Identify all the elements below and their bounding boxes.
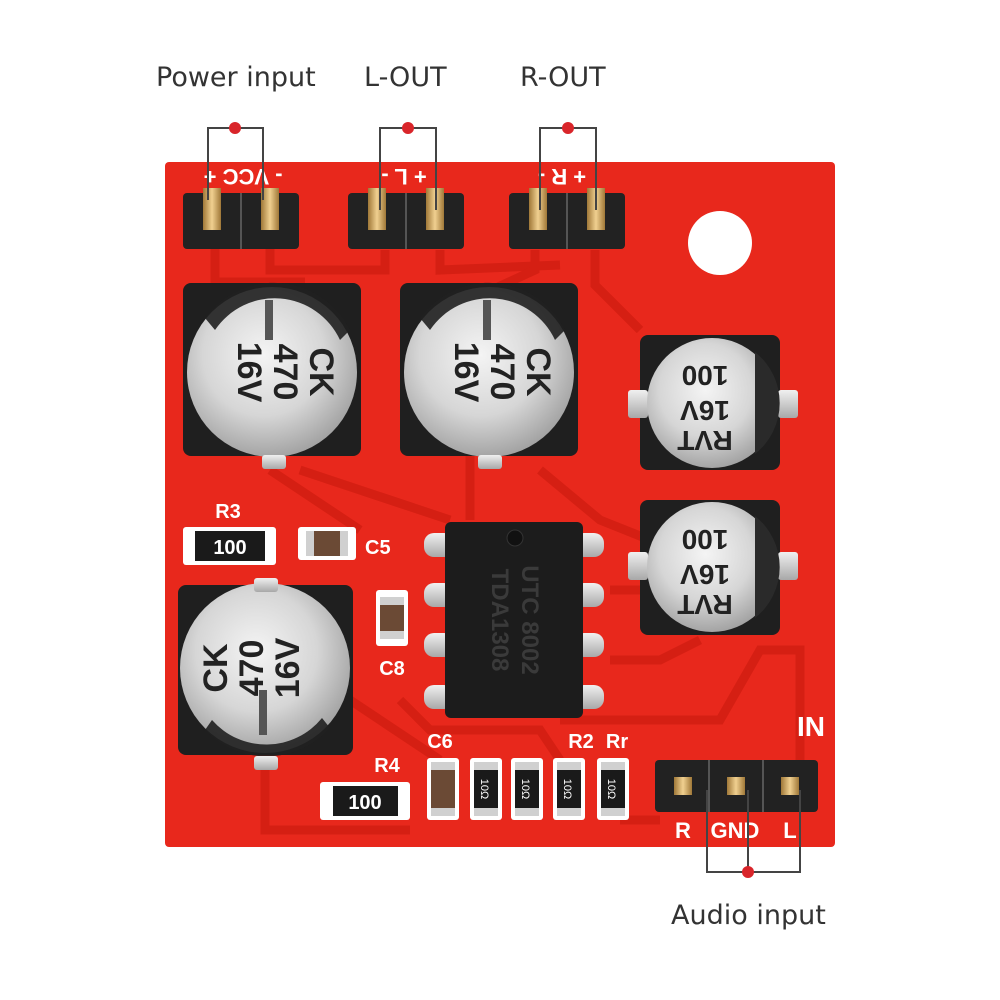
- silk-in: IN: [797, 711, 825, 742]
- silk-r3: R3: [215, 501, 241, 523]
- audio-pin-gnd: [727, 777, 745, 795]
- cap-large-2: CK 470 16V: [400, 282, 578, 469]
- capacitor-c8: [376, 590, 408, 646]
- resistor-small: 10Ω: [470, 758, 502, 820]
- copper-traces: [210, 248, 805, 835]
- header-power-pin-1: [203, 188, 221, 230]
- silk-in-gnd: GND: [711, 818, 760, 843]
- cap1-voltage: 16V: [230, 342, 268, 403]
- chip-marking-2: TDA1308: [486, 569, 513, 672]
- resistor-small-value: 10Ω: [519, 779, 531, 799]
- cap4-voltage: 16V: [680, 395, 730, 426]
- silk-c5: C5: [365, 537, 391, 559]
- cap-large-1: CK 470 16V: [183, 282, 361, 469]
- cap2-value: 470: [483, 344, 521, 401]
- cap2-voltage: 16V: [447, 342, 485, 403]
- capacitor-c6: [427, 758, 459, 820]
- callout-dot-rout: [562, 122, 574, 134]
- header-r-out-pin-1: [529, 188, 547, 230]
- silk-rr: Rr: [606, 731, 628, 753]
- header-power-pin-2: [261, 188, 279, 230]
- silk-vcc-label: - VCC +: [204, 164, 283, 189]
- header-l-out-pin-1: [368, 188, 386, 230]
- silk-r2: R2: [568, 731, 594, 753]
- callout-dot-audio: [742, 866, 754, 878]
- resistor-small-value: 10Ω: [605, 779, 617, 799]
- silk-c6: C6: [427, 731, 453, 753]
- header-r-out[interactable]: [509, 188, 625, 249]
- resistor-r4: 100: [320, 782, 410, 820]
- header-power[interactable]: [183, 188, 299, 249]
- cap4-value: 100: [682, 360, 729, 391]
- cap-small-1: RVT 16V 100: [628, 335, 798, 470]
- callout-audio-input: Audio input: [671, 900, 826, 931]
- callout-r-out: R-OUT: [520, 62, 606, 93]
- cap2-brand: CK: [519, 347, 557, 397]
- r4-value: 100: [348, 792, 381, 814]
- silk-right-label: + R -: [538, 164, 586, 189]
- header-audio-in[interactable]: [655, 760, 818, 812]
- audio-pin-r: [674, 777, 692, 795]
- audio-pin-l: [781, 777, 799, 795]
- resistor-small: 10Ω: [511, 758, 543, 820]
- callout-dots: [229, 122, 754, 878]
- chip-marking-1: UTC 8002: [516, 565, 543, 674]
- cap3-voltage: 16V: [269, 637, 307, 698]
- silk-left-label: + L -: [381, 164, 426, 189]
- cap5-voltage: 16V: [680, 559, 730, 590]
- cap1-value: 470: [266, 344, 304, 401]
- capacitor-c5: [298, 527, 356, 560]
- mounting-hole: [688, 211, 752, 275]
- cap3-brand: CK: [197, 643, 235, 693]
- silk-in-r: R: [675, 818, 691, 843]
- cap5-brand: RVT: [677, 589, 733, 620]
- callout-dot-power: [229, 122, 241, 134]
- cap-large-3: CK 470 16V: [178, 578, 353, 770]
- resistor-small-value: 10Ω: [561, 779, 573, 799]
- r3-value: 100: [213, 537, 246, 559]
- ic-chip: UTC 8002 TDA1308: [424, 522, 604, 718]
- silk-in-l: L: [783, 818, 796, 843]
- resistor-r3: 100: [183, 527, 276, 565]
- silk-r4: R4: [374, 755, 400, 777]
- callout-dot-lout: [402, 122, 414, 134]
- cap4-brand: RVT: [677, 425, 733, 456]
- resistor-small: 10Ω: [597, 758, 629, 820]
- cap3-value: 470: [233, 640, 271, 697]
- callout-power-input: Power input: [156, 62, 316, 93]
- resistor-small-value: 10Ω: [478, 779, 490, 799]
- cap-small-2: RVT 16V 100: [628, 500, 798, 635]
- cap5-value: 100: [682, 524, 729, 555]
- cap1-brand: CK: [302, 347, 340, 397]
- silk-c8: C8: [379, 658, 405, 680]
- resistor-small: 10Ω: [553, 758, 585, 820]
- callout-l-out: L-OUT: [364, 62, 447, 93]
- header-l-out[interactable]: [348, 188, 464, 249]
